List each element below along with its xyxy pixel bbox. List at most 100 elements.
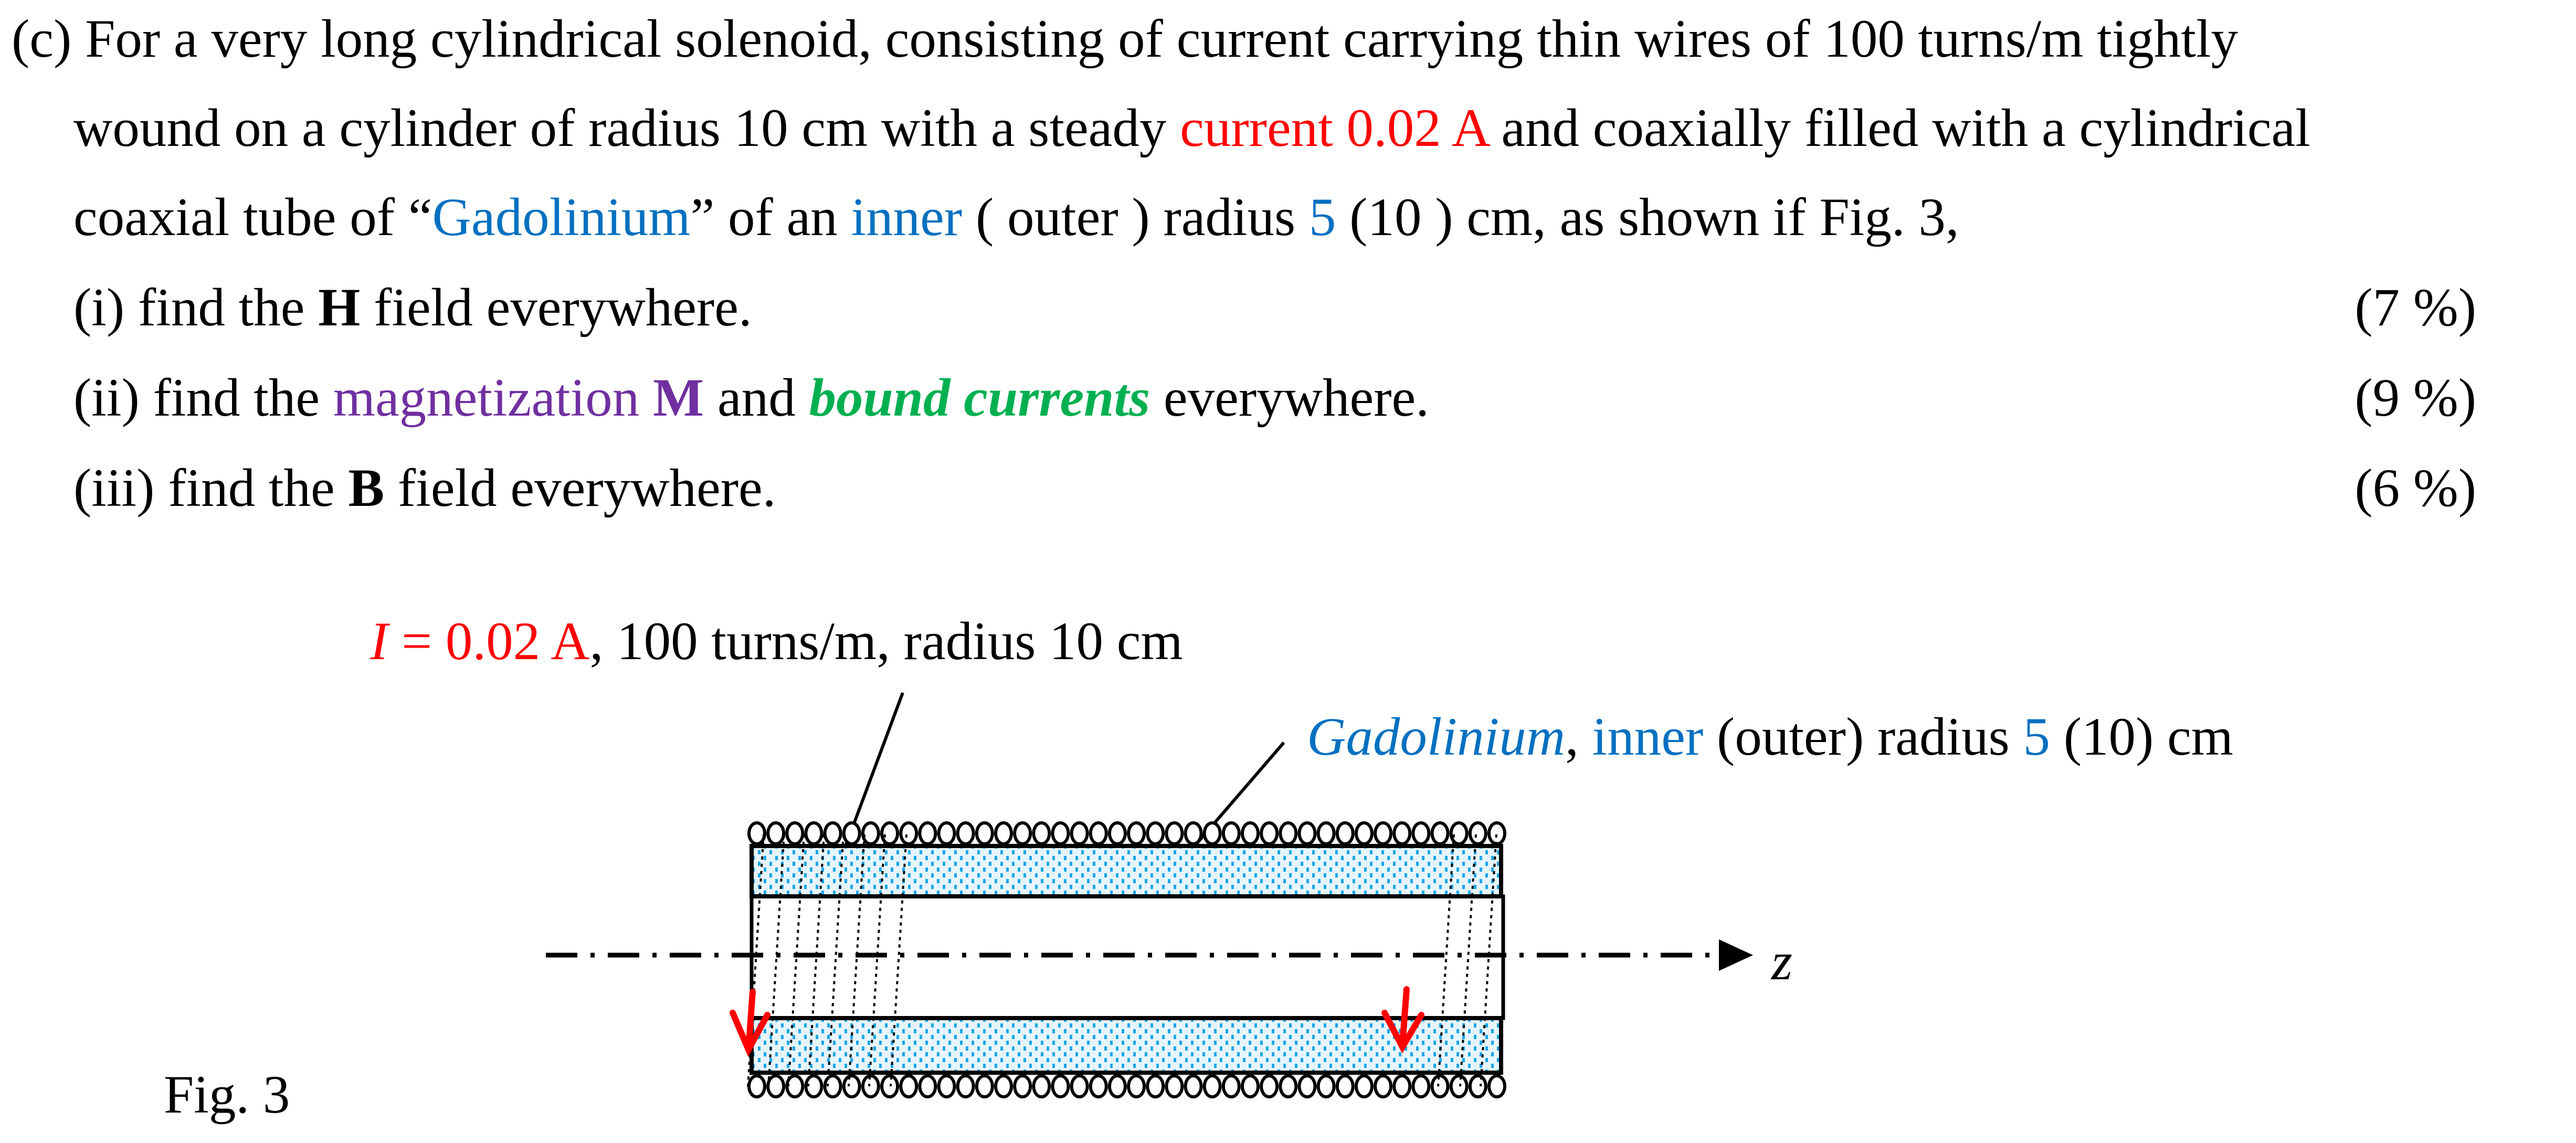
wire-cross-section — [861, 821, 880, 845]
gadolinium-tube-top — [749, 844, 1503, 898]
wire-cross-section — [1032, 1074, 1051, 1098]
wire-cross-section — [1184, 821, 1203, 845]
z-axis-label: z — [1771, 932, 1793, 991]
text: and — [704, 368, 809, 428]
wire-cross-section — [1221, 1074, 1241, 1098]
wire-cross-section — [1449, 1074, 1469, 1098]
wire-cross-section — [1297, 821, 1317, 845]
h-symbol: H — [318, 278, 361, 337]
wire-cross-section — [823, 1074, 842, 1098]
wire-cross-section — [861, 1074, 880, 1098]
part-iii: (iii) find the B field everywhere. — [73, 458, 776, 518]
wire-cross-section — [1297, 1074, 1317, 1098]
winding-line — [807, 834, 825, 1087]
text: (iii) find the — [73, 458, 349, 518]
current-highlight: current 0.02 A — [1180, 98, 1488, 158]
wire-cross-section — [1221, 821, 1241, 845]
wire-cross-section — [880, 821, 900, 845]
wire-cross-section — [1468, 821, 1487, 845]
wire-cross-section — [975, 821, 994, 845]
radius-highlight: 5 — [1308, 187, 1336, 247]
text: everywhere. — [1150, 368, 1430, 428]
winding-line — [1459, 834, 1477, 1087]
wire-cross-section — [1335, 821, 1355, 845]
winding-line — [827, 834, 844, 1087]
part-i-points: (7 %) — [2355, 278, 2476, 337]
wire-cross-section — [1279, 821, 1298, 845]
wire-row-bottom — [747, 1074, 1506, 1098]
figure-caption: Fig. 3 — [164, 1065, 290, 1125]
wire-cross-section — [1260, 821, 1279, 845]
wire-cross-section — [1392, 1074, 1412, 1098]
wire-cross-section — [937, 821, 956, 845]
gadolinium-highlight: Gadolinium — [432, 187, 691, 247]
inner-highlight: inner — [851, 187, 963, 247]
z-axis-arrowhead — [1719, 939, 1753, 971]
current-leader-line — [843, 692, 904, 849]
wire-cross-section — [1487, 1074, 1506, 1098]
text: , — [1565, 707, 1592, 767]
wire-cross-section — [1241, 1074, 1260, 1098]
wire-cross-section — [1013, 821, 1032, 845]
bound-currents-highlight: bound currents — [809, 368, 1150, 428]
winding-line — [1437, 834, 1455, 1087]
winding-line — [1480, 834, 1497, 1087]
text: (10) cm — [2050, 707, 2233, 767]
wire-cross-section — [899, 821, 919, 845]
question-line-2: wound on a cylinder of radius 10 cm with… — [73, 98, 2310, 158]
wire-cross-section — [899, 1074, 919, 1098]
wire-cross-section — [1146, 821, 1165, 845]
wire-cross-section — [785, 821, 805, 845]
wire-cross-section — [1354, 821, 1374, 845]
winding-line — [890, 834, 907, 1087]
wire-cross-section — [994, 821, 1013, 845]
wire-cross-section — [1202, 1074, 1222, 1098]
wire-cross-section — [785, 1074, 805, 1098]
current-arrow-left — [730, 989, 770, 1057]
b-symbol: B — [348, 458, 385, 518]
text: ” of an — [690, 187, 851, 247]
wire-cross-section — [823, 821, 842, 845]
wire-cross-section — [1146, 1074, 1165, 1098]
wire-cross-section — [918, 821, 937, 845]
wire-cross-section — [918, 1074, 937, 1098]
wire-cross-section — [804, 1074, 824, 1098]
text: wound on a cylinder of radius 10 cm with… — [73, 98, 1180, 158]
hollow-core — [749, 894, 1505, 1020]
wire-cross-section — [880, 1074, 900, 1098]
text: field everywhere. — [384, 458, 776, 518]
wire-cross-section — [1279, 1074, 1298, 1098]
current-arrow-right — [1381, 986, 1424, 1054]
wire-row-top — [747, 821, 1506, 845]
wire-cross-section — [842, 1074, 861, 1098]
m-symbol: M — [653, 368, 704, 428]
wire-cross-section — [747, 821, 766, 845]
wire-cross-section — [1127, 821, 1146, 845]
wire-cross-section — [804, 821, 824, 845]
part-i: (i) find the H field everywhere. — [73, 278, 752, 337]
part-ii-points: (9 %) — [2355, 368, 2476, 428]
wire-cross-section — [1051, 821, 1070, 845]
wire-cross-section — [1107, 1074, 1127, 1098]
question-line-3: coaxial tube of “Gadolinium” of an inner… — [73, 187, 1959, 247]
current-value: = 0.02 A — [388, 611, 590, 671]
wire-cross-section — [1316, 821, 1336, 845]
wire-cross-section — [1316, 1074, 1336, 1098]
wire-cross-section — [1032, 821, 1051, 845]
winding-line — [848, 834, 865, 1087]
wire-cross-section — [1127, 1074, 1146, 1098]
magnetization-highlight: magnetization — [333, 368, 653, 428]
wire-cross-section — [1051, 1074, 1070, 1098]
winding-lines — [747, 834, 1497, 1087]
wire-cross-section — [1089, 821, 1108, 845]
wire-cross-section — [1184, 1074, 1203, 1098]
wire-cross-section — [994, 1074, 1013, 1098]
wire-cross-section — [1013, 1074, 1032, 1098]
text: (ii) find the — [73, 368, 333, 428]
wire-cross-section — [766, 1074, 786, 1098]
wire-cross-section — [975, 1074, 994, 1098]
gadolinium-name: Gadolinium — [1307, 707, 1566, 767]
text: (outer) radius — [1703, 707, 2023, 767]
winding-line — [747, 834, 765, 1087]
wire-cross-section — [1241, 821, 1260, 845]
